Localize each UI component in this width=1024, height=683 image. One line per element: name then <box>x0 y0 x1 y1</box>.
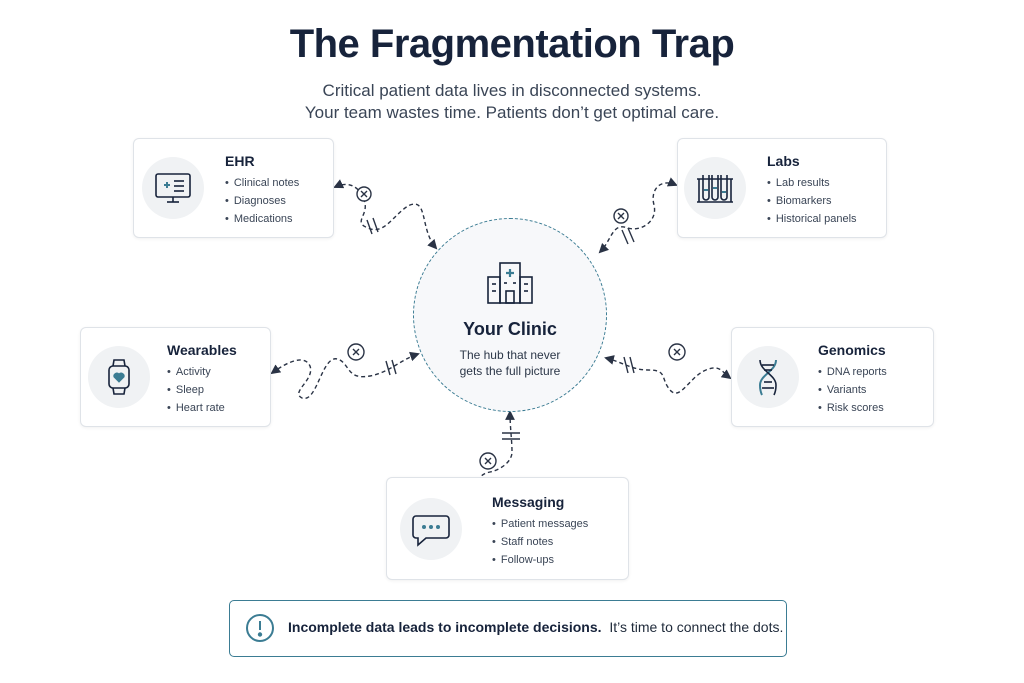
callout-bold-text: Incomplete data leads to incomplete deci… <box>288 619 602 635</box>
test-tubes-icon <box>684 157 746 219</box>
list-item: Heart rate <box>167 399 225 417</box>
ehr-title: EHR <box>225 153 255 169</box>
list-item: DNA reports <box>818 363 887 381</box>
genomics-list: DNA reports Variants Risk scores <box>818 363 887 417</box>
labs-title: Labs <box>767 153 800 169</box>
page-subtitle: Critical patient data lives in disconnec… <box>0 80 1024 124</box>
list-item: Activity <box>167 363 225 381</box>
hub-title: Your Clinic <box>463 319 557 339</box>
subtitle-line-2: Your team wastes time. Patients don’t ge… <box>304 103 720 122</box>
genomics-title: Genomics <box>818 342 886 358</box>
ehr-card: EHR Clinical notes Diagnoses Medications <box>133 138 334 238</box>
list-item: Clinical notes <box>225 174 299 192</box>
genomics-break-icon <box>623 343 686 374</box>
clinic-hub: Your Clinic The hub that never gets the … <box>413 218 607 412</box>
genomics-card: Genomics DNA reports Variants Risk score… <box>731 327 934 427</box>
list-item: Lab results <box>767 174 857 192</box>
labs-break-icon <box>613 208 635 245</box>
wearables-connector <box>270 351 420 399</box>
list-item: Staff notes <box>492 533 588 551</box>
hospital-icon <box>487 262 533 304</box>
list-item: Patient messages <box>492 515 588 533</box>
list-item: Sleep <box>167 381 225 399</box>
wearables-title: Wearables <box>167 342 237 358</box>
wearables-break-icon <box>347 343 397 376</box>
alert-circle-icon <box>246 614 274 642</box>
list-item: Risk scores <box>818 399 887 417</box>
hub-subtitle-line-2: gets the full picture <box>459 364 561 378</box>
messaging-title: Messaging <box>492 494 565 510</box>
list-item: Historical panels <box>767 210 857 228</box>
callout-banner: Incomplete data leads to incomplete deci… <box>229 600 787 657</box>
messaging-break-icon <box>479 432 520 470</box>
callout-message: Incomplete data leads to incomplete deci… <box>288 619 783 635</box>
list-item: Diagnoses <box>225 192 299 210</box>
chat-bubble-icon <box>400 497 462 560</box>
list-item: Variants <box>818 381 887 399</box>
labs-connector <box>598 177 678 254</box>
wearables-card: Wearables Activity Sleep Heart rate <box>80 327 271 427</box>
callout-rest-text: It’s time to connect the dots. <box>609 619 784 635</box>
list-item: Biomarkers <box>767 192 857 210</box>
list-item: Follow-ups <box>492 551 588 569</box>
smartwatch-icon <box>88 346 150 408</box>
monitor-icon <box>142 157 204 219</box>
subtitle-line-1: Critical patient data lives in disconnec… <box>322 81 702 100</box>
hub-subtitle: The hub that never gets the full picture <box>450 347 570 379</box>
hub-subtitle-line-1: The hub that never <box>459 348 561 362</box>
ehr-connector <box>333 179 438 250</box>
dna-icon <box>737 346 799 408</box>
list-item: Medications <box>225 210 299 228</box>
genomics-connector <box>604 355 732 394</box>
labs-list: Lab results Biomarkers Historical panels <box>767 174 857 228</box>
ehr-list: Clinical notes Diagnoses Medications <box>225 174 299 228</box>
labs-card: Labs Lab results Biomarkers Historical p… <box>677 138 887 238</box>
ehr-break-icon <box>356 186 379 235</box>
wearables-list: Activity Sleep Heart rate <box>167 363 225 417</box>
messaging-card: Messaging Patient messages Staff notes F… <box>386 477 629 580</box>
messaging-list: Patient messages Staff notes Follow-ups <box>492 515 588 569</box>
page-title: The Fragmentation Trap <box>289 22 735 66</box>
